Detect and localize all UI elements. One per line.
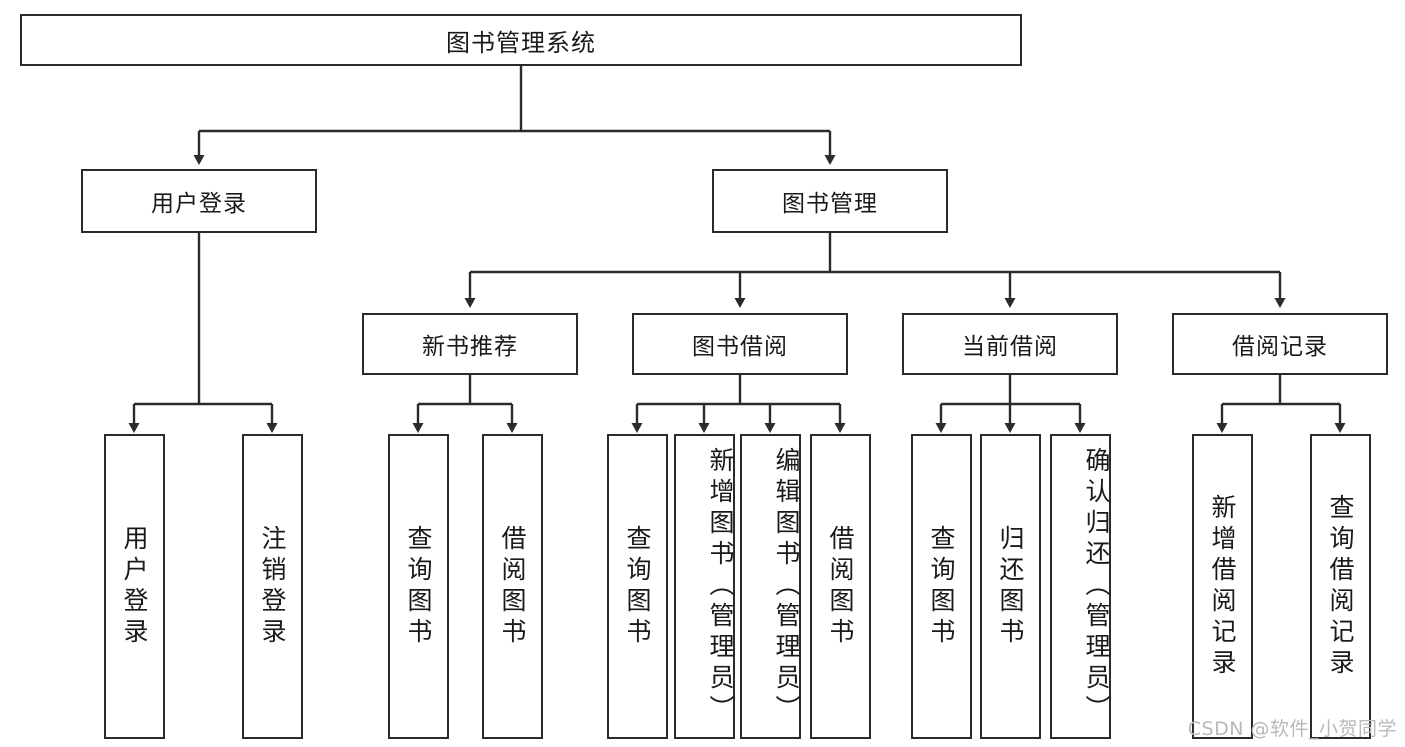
node-label: 确认归还（管理员） [1082,447,1111,726]
node-borrow-record[interactable]: 借阅记录 [1172,313,1388,375]
node-label: 借阅图书 [826,524,855,649]
node-label: 查询图书 [623,524,652,649]
leaf-return-book[interactable]: 归还图书 [980,434,1041,739]
node-label: 用户登录 [151,191,247,217]
leaf-logout[interactable]: 注销登录 [242,434,303,739]
leaf-borrow-book-recommend[interactable]: 借阅图书 [482,434,543,739]
node-label: 查询图书 [404,524,433,649]
node-book-management[interactable]: 图书管理 [712,169,948,233]
node-label: 用户登录 [120,524,149,649]
node-label: 新增借阅记录 [1208,493,1237,680]
leaf-confirm-return-admin[interactable]: 确认归还（管理员） [1050,434,1111,739]
node-book-borrow[interactable]: 图书借阅 [632,313,848,375]
node-label: 查询图书 [927,524,956,649]
node-label: 借阅图书 [498,524,527,649]
node-label: 当前借阅 [962,334,1058,360]
node-label: 归还图书 [996,524,1025,649]
node-label: 图书借阅 [692,334,788,360]
leaf-user-login[interactable]: 用户登录 [104,434,165,739]
node-current-borrow[interactable]: 当前借阅 [902,313,1118,375]
leaf-borrow-book[interactable]: 借阅图书 [810,434,871,739]
leaf-edit-book-admin[interactable]: 编辑图书（管理员） [740,434,801,739]
leaf-query-borrow-record[interactable]: 查询借阅记录 [1310,434,1371,739]
leaf-add-book-admin[interactable]: 新增图书（管理员） [674,434,735,739]
leaf-query-book-recommend[interactable]: 查询图书 [388,434,449,739]
node-new-book-recommend[interactable]: 新书推荐 [362,313,578,375]
leaf-query-book[interactable]: 查询图书 [607,434,668,739]
leaf-add-borrow-record[interactable]: 新增借阅记录 [1192,434,1253,739]
watermark-text: CSDN @软件_小贺同学 [1187,718,1397,740]
node-label: 图书管理 [782,191,878,217]
node-label: 编辑图书（管理员） [772,447,801,726]
node-label: 新书推荐 [422,334,518,360]
node-label: 图书管理系统 [446,28,596,57]
node-user-login[interactable]: 用户登录 [81,169,317,233]
node-label: 查询借阅记录 [1326,493,1355,680]
node-label: 新增图书（管理员） [706,447,735,726]
node-label: 注销登录 [258,524,287,649]
leaf-query-book-current[interactable]: 查询图书 [911,434,972,739]
node-root[interactable]: 图书管理系统 [20,14,1022,66]
node-label: 借阅记录 [1232,334,1328,360]
